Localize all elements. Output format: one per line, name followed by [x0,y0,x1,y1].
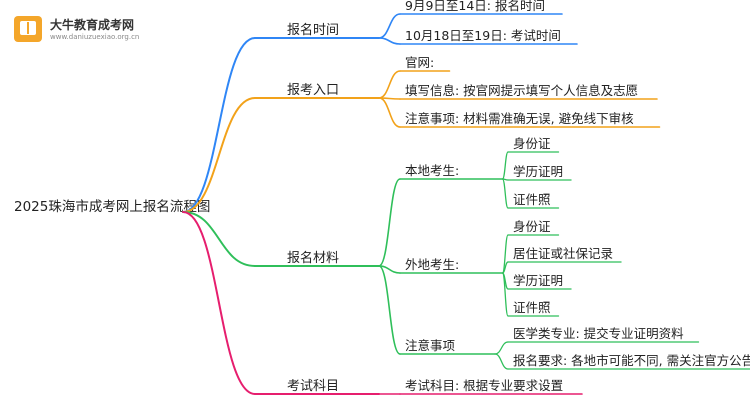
branch-node: 报名时间 [287,22,339,38]
leaf-node: 报名要求: 各地市可能不同, 需关注官方公告 [513,353,750,368]
branch-link [182,211,256,267]
sub-branch-node: 10月18日至19日: 考试时间 [405,28,561,43]
logo-name: 大牛教育成考网 [50,18,135,32]
sub-branch-node: 9月9日至14日: 报名时间 [405,0,545,13]
sub-branch-link [378,97,401,128]
branch-node: 考试科目 [287,379,339,394]
leaf-node: 证件照 [513,300,551,315]
leaf-node: 证件照 [513,192,551,207]
book-icon-page [20,21,36,35]
sub-branch-node: 填写信息: 按官网提示填写个人信息及志愿 [405,83,638,98]
leaf-link [501,178,509,209]
sub-branch-link [378,265,401,355]
leaf-node: 医学类专业: 提交专业证明资料 [513,326,684,341]
leaf-link [501,151,509,180]
leaf-link [494,341,509,355]
leaf-node: 身份证 [513,219,551,234]
root-node: 2025珠海市成考网上报名流程图 [14,198,210,215]
branch-link [182,211,256,395]
leaf-node: 身份证 [513,136,551,151]
sub-branch-link [378,37,401,45]
sub-branch-node: 本地考生: [405,163,459,178]
branch-node: 报考入口 [287,83,339,98]
branch-link [182,97,256,213]
leaf-node: 居住证或社保记录 [513,246,613,261]
branch-link [182,37,256,213]
leaf-node: 学历证明 [513,273,563,288]
sub-branch-link [378,178,401,267]
sub-branch-link [378,13,401,39]
logo: 大牛教育成考网 www.daniuzuexiao.org.cn [6,6,156,48]
leaf-link [501,272,509,317]
sub-branch-node: 外地考生: [405,257,459,272]
branch-node: 报名材料 [287,250,339,266]
sub-branch-node: 注意事项: 材料需准确无误, 避免线下审核 [405,111,634,126]
leaf-node: 学历证明 [513,164,563,179]
logo-url: www.daniuzuexiao.org.cn [50,33,140,41]
sub-branch-link [378,70,401,99]
sub-branch-node: 考试科目: 根据专业要求设置 [405,378,563,393]
sub-branch-node: 注意事项 [405,338,455,353]
sub-branch-node: 官网: [405,55,434,70]
sub-branch-link [378,265,401,274]
leaf-link [494,353,509,370]
